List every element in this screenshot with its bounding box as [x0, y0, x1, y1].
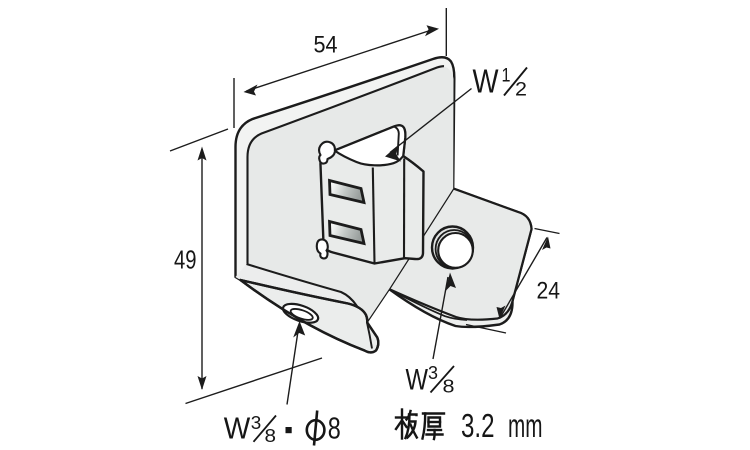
svg-text:3: 3	[251, 412, 261, 433]
svg-text:24: 24	[537, 278, 561, 305]
svg-text:mm: mm	[508, 408, 543, 445]
svg-text:8: 8	[328, 412, 341, 446]
svg-text:2: 2	[515, 79, 527, 101]
svg-text:8: 8	[265, 425, 277, 446]
svg-text:49: 49	[174, 245, 197, 275]
svg-text:8: 8	[443, 377, 455, 397]
svg-text:W: W	[473, 64, 499, 101]
svg-text:3: 3	[428, 363, 438, 383]
svg-text:54: 54	[314, 32, 338, 59]
svg-text:1: 1	[502, 65, 511, 87]
svg-text:W: W	[224, 411, 251, 446]
svg-text:3.2: 3.2	[461, 408, 495, 445]
svg-text:W: W	[406, 364, 429, 397]
